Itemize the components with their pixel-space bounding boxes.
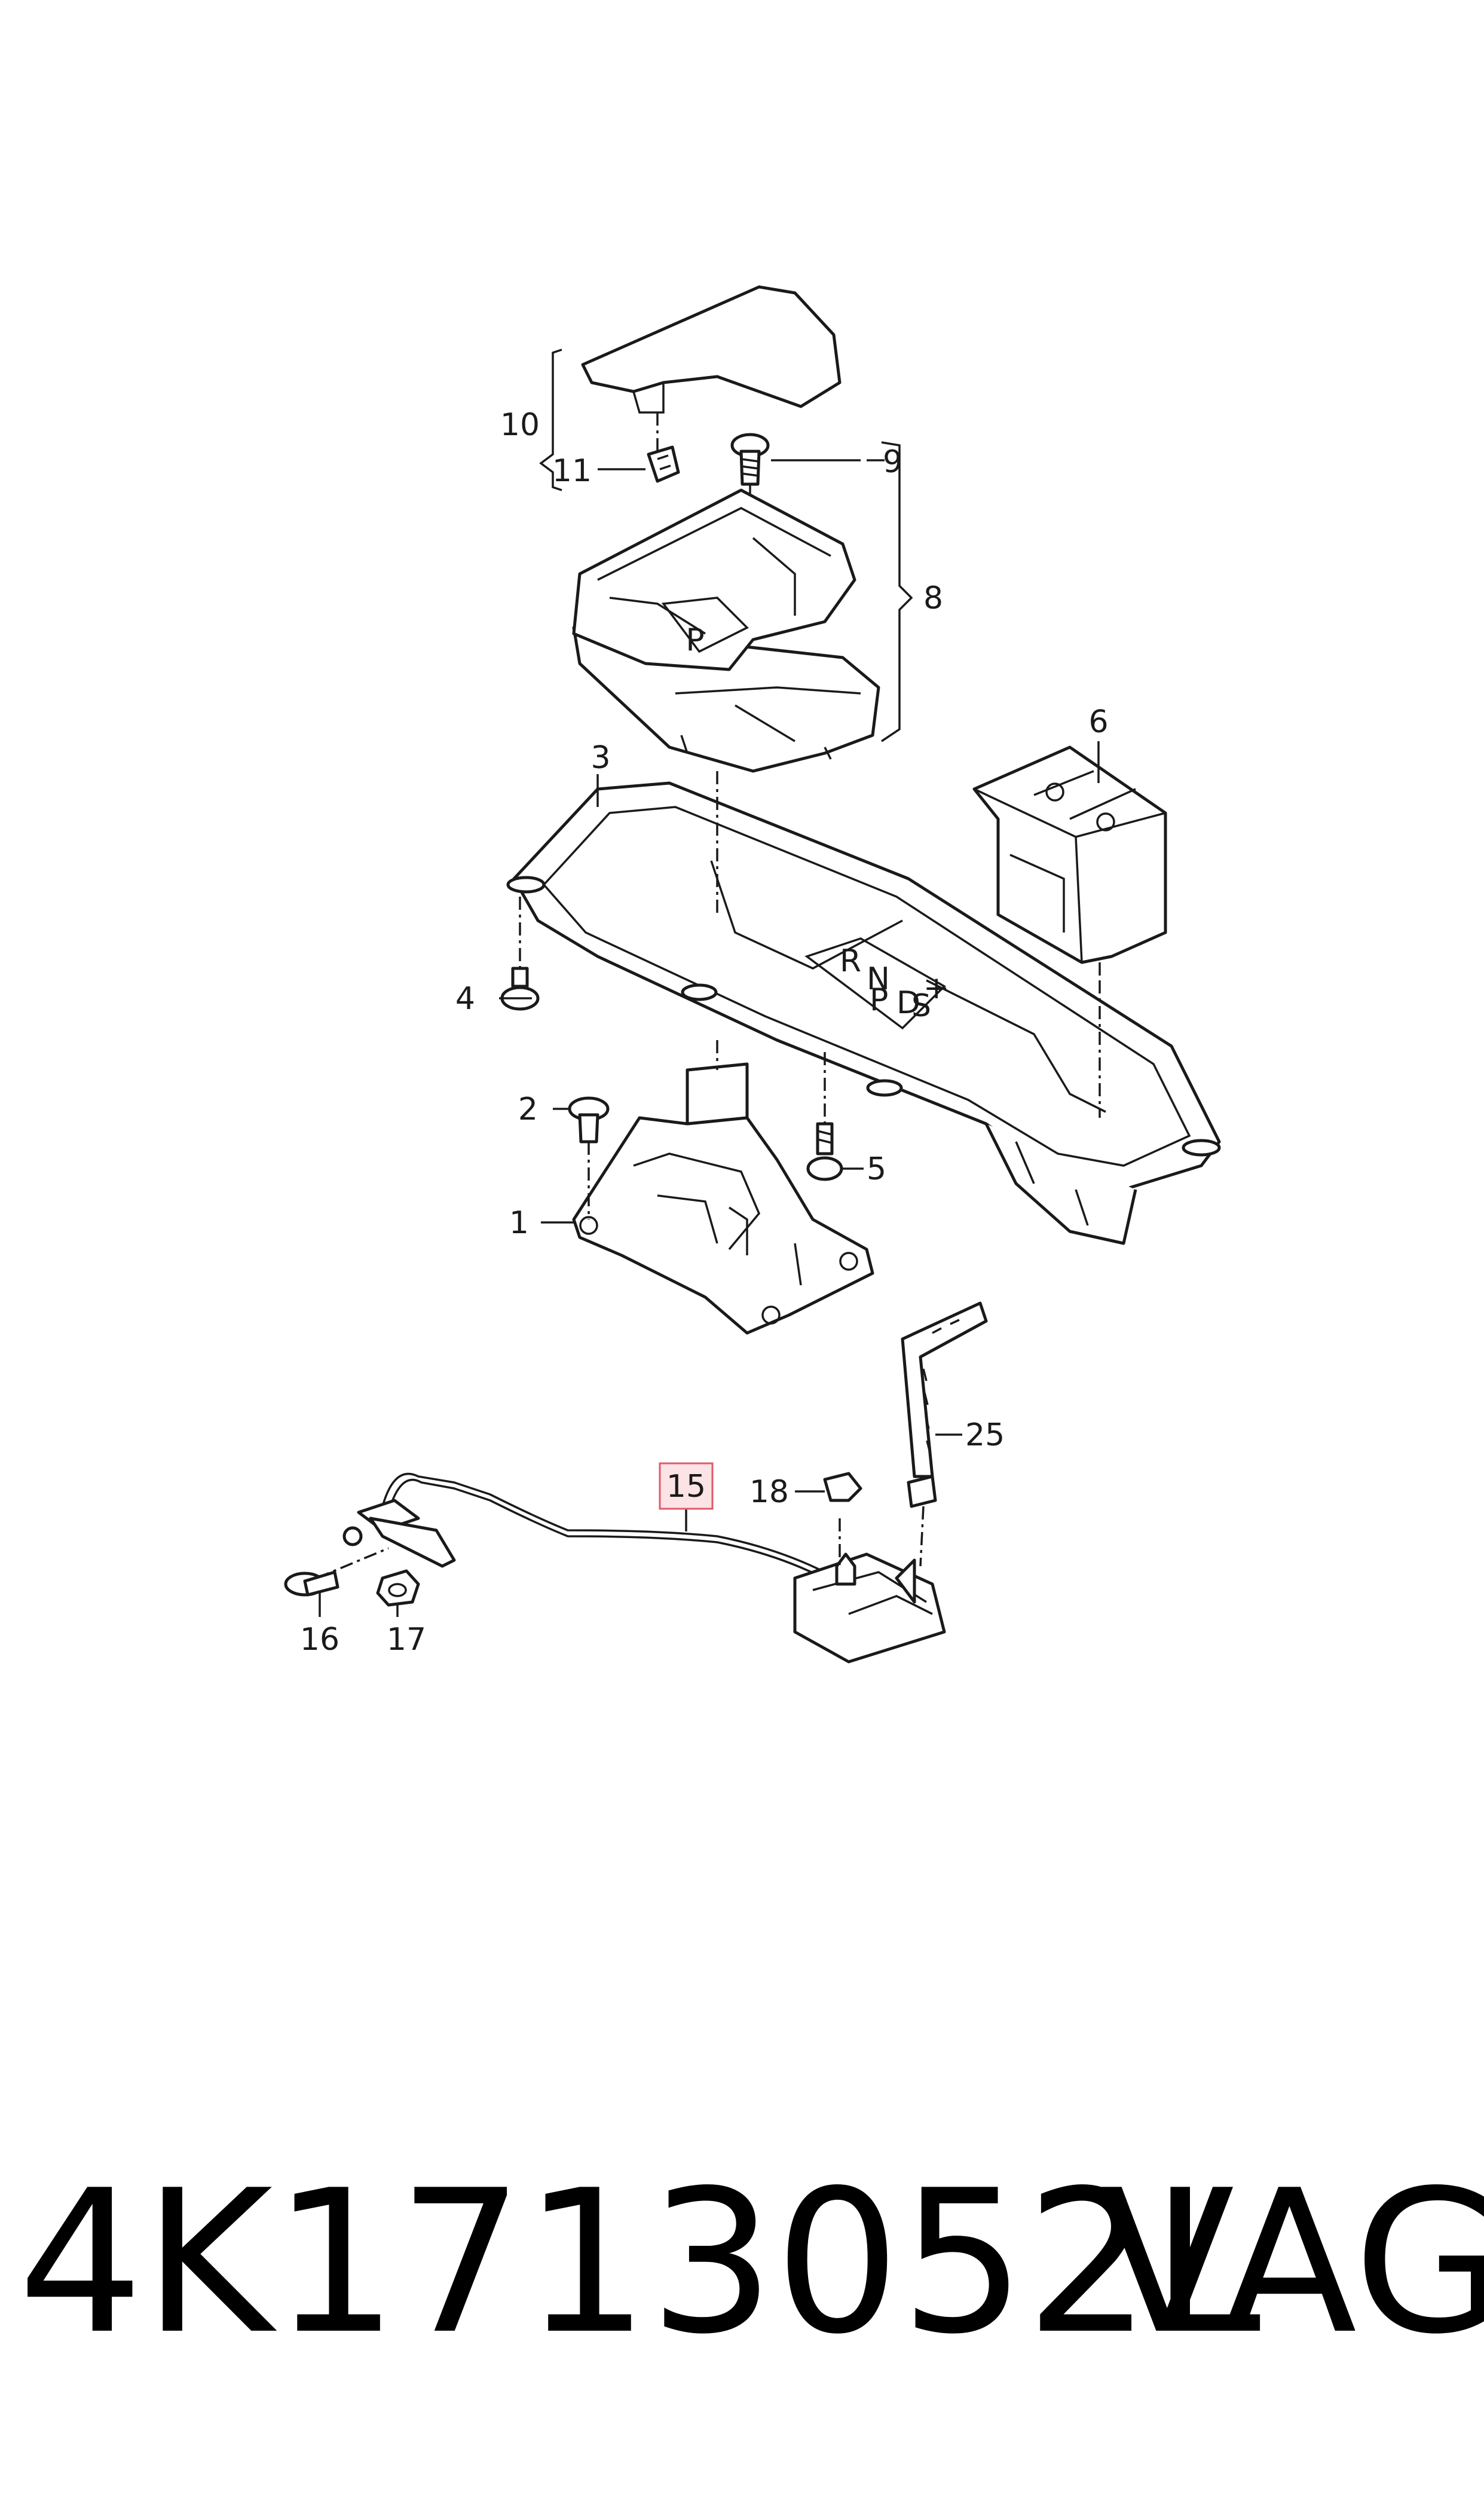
cover-trim-part-10: [581, 285, 842, 454]
callout-2: 2: [518, 1092, 538, 1127]
rod-part-25: [901, 1301, 988, 1567]
callout-6: 6: [1088, 704, 1108, 740]
clip-part-11: [647, 445, 680, 483]
svg-text:+: +: [923, 970, 950, 1006]
callout-16: 16: [300, 1622, 339, 1658]
cable-assembly-part-15: [316, 1472, 946, 1664]
shift-mechanism-part-1: [572, 1040, 874, 1335]
callout-1: 1: [509, 1205, 529, 1241]
screw-part-9: [730, 433, 770, 556]
bracket-group-10: [539, 348, 562, 491]
callout-25: 25: [965, 1417, 1005, 1453]
bracket-group-8: [881, 441, 913, 742]
selector-housing-part-8: [572, 488, 880, 773]
leader-lines: [319, 459, 1100, 1617]
bolt-part-16: [284, 1570, 339, 1597]
part-number: 4K1713052L: [18, 2148, 1261, 2377]
svg-text:D: D: [896, 985, 920, 1021]
nut-part-18: [823, 1472, 862, 1502]
bolt-part-5: [806, 1052, 843, 1181]
screw-part-2: [568, 1096, 610, 1219]
callout-3: 3: [590, 740, 610, 776]
callout-9: 9: [883, 444, 902, 480]
console-frame-part-3: [506, 771, 1221, 1245]
callout-10: 10: [500, 407, 540, 443]
callout-15: 15: [666, 1469, 706, 1505]
gear-gate-markings: R N P D S +: [840, 943, 950, 1024]
brand-name: VAG: [1100, 2148, 1484, 2377]
callout-15-highlight: 15: [659, 1462, 714, 1510]
svg-text:R: R: [840, 943, 861, 979]
callout-11: 11: [552, 453, 592, 489]
svg-text:S: S: [911, 988, 931, 1024]
callout-17: 17: [387, 1622, 426, 1658]
svg-text:P: P: [870, 982, 888, 1018]
callout-4: 4: [455, 981, 475, 1017]
callout-18: 18: [749, 1474, 789, 1510]
callout-5: 5: [867, 1151, 886, 1187]
svg-text:N: N: [867, 961, 890, 997]
callout-8: 8: [923, 580, 943, 616]
nut-part-17: [376, 1569, 420, 1607]
park-button-symbol: P: [686, 622, 704, 658]
switch-module-part-6: [972, 745, 1167, 980]
